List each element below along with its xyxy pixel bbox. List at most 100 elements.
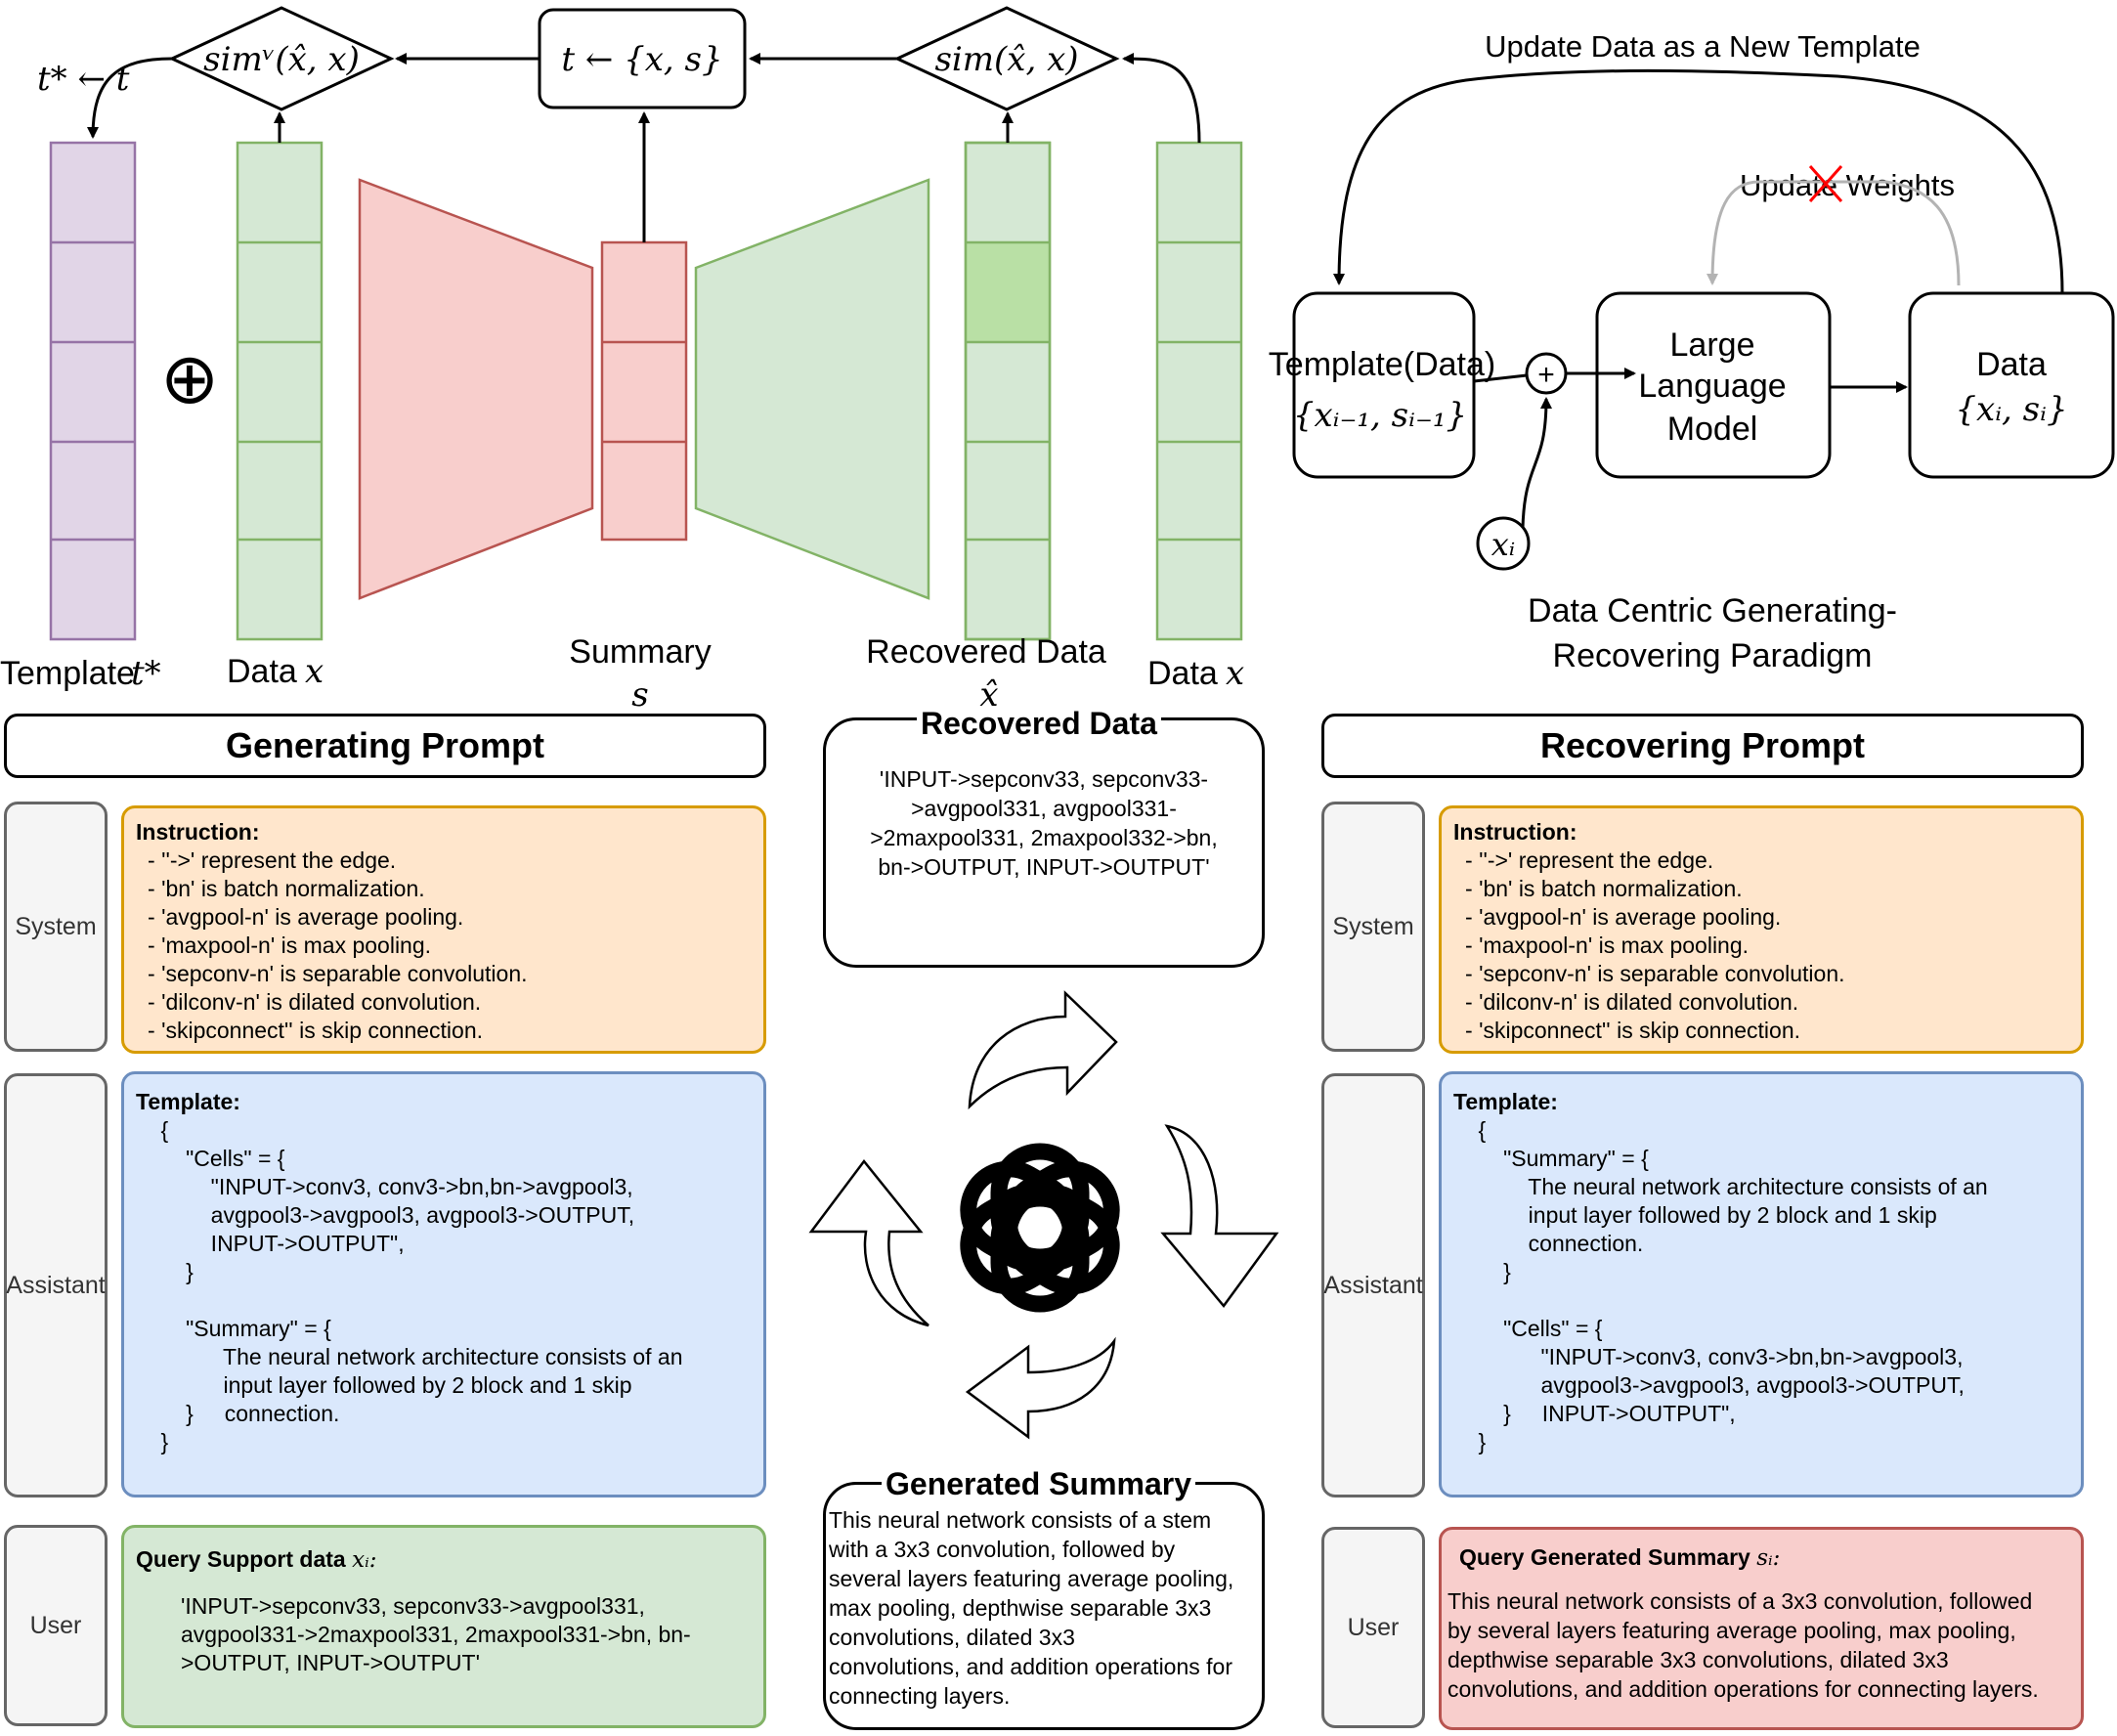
instruction-item: 'avgpool-n' is average pooling. [148,903,752,932]
t-assign-label: t ← {x, s} [561,40,722,79]
generating-query-title-text: Query Support data [136,1546,346,1572]
t-star-label: t* ← t [37,60,130,99]
recovered-stack [964,141,1052,641]
arrow-simv-to-template [87,57,173,139]
decoder-trapezoid [694,178,930,600]
cycle-arrow-bottom-icon [965,1336,1116,1440]
instruction-item: 'bn' is batch normalization. [148,875,752,903]
generated-summary-box [823,1482,1265,1730]
paradigm-caption-line2: Recovering Paradigm [1553,637,1873,674]
paradigm-template-math: {xᵢ₋₁, sᵢ₋₁} [1293,396,1467,435]
instruction-item: 'avgpool-n' is average pooling. [1465,903,2069,932]
generating-role-system: System [4,802,108,1052]
summary-line: several layers featuring average pooling… [829,1566,1234,1591]
generating-template-title: Template: [136,1089,240,1114]
cycle-arrow-left-icon [808,1158,929,1327]
recovered-data-title: Recovered Data [917,706,1161,742]
paradigm-llm-line2: Language [1638,368,1786,405]
openai-logo-icon [960,1143,1120,1313]
generating-role-user: User [4,1525,108,1726]
instruction-item: 'dilconv-n' is dilated convolution. [148,988,752,1017]
plus-node-label: + [1537,359,1555,391]
instruction-item: 'skipconnect'' is skip connection. [148,1017,752,1045]
generating-prompt-header: Generating Prompt [4,714,766,778]
generating-instruction-title: Instruction: [136,819,260,845]
generating-template-body: { "Cells" = { "INPUT->conv3, conv3->bn,b… [160,1117,683,1454]
generating-instruction-list: ''->' represent the edge. 'bn' is batch … [136,846,752,1045]
cycle-arrow-right-icon [1160,1124,1279,1309]
recovering-role-assistant: Assistant [1321,1073,1425,1497]
recovering-query-var: sᵢ: [1756,1545,1781,1571]
generating-instruction-panel: Instruction: ''->' represent the edge. '… [121,805,766,1054]
sim-v-diamond [168,6,395,111]
generated-summary-text: This neural network consists of a stem w… [829,1505,1265,1711]
recovering-query-body: This neural network consists of a 3x3 co… [1447,1588,2039,1702]
xi-node [1476,516,1531,571]
recovering-prompt-header: Recovering Prompt [1321,714,2084,778]
data-var-right: x [1226,654,1244,693]
paradigm-llm-box [1595,291,1832,479]
paradigm-data-title: Data [1976,346,2047,383]
recovered-line: >avgpool331, avgpool331- [911,796,1177,821]
instruction-item: 'bn' is batch normalization. [1465,875,2069,903]
data-var-left: x [305,652,324,691]
data-caption-left: Data [227,653,297,690]
paradigm-caption-line1: Data Centric Generating- [1528,592,1897,629]
recovering-role-system: System [1321,802,1425,1052]
generated-summary-title: Generated Summary [882,1466,1196,1502]
recovering-template-panel: Template: { "Summary" = { The neural net… [1439,1071,2084,1497]
recovering-role-user: User [1321,1527,1425,1728]
update-weights-label: Update Weights [1740,168,1955,202]
instruction-item: 'sepconv-n' is separable convolution. [1465,960,2069,988]
generating-query-var: xᵢ: [352,1547,377,1573]
generating-template-panel: Template: { "Cells" = { "INPUT->conv3, c… [121,1071,766,1497]
recovered-caption: Recovered Data [866,633,1106,671]
update-weights-arrow [1707,180,1961,286]
cycle-arrow-top-right-icon [968,990,1118,1110]
summary-line: convolutions, dilated 3x3 [829,1625,1075,1650]
recovered-var: x̂ [979,675,998,715]
recovering-instruction-list: ''->' represent the edge. 'bn' is batch … [1453,846,2069,1045]
instruction-item: 'maxpool-n' is max pooling. [1465,932,2069,960]
recovered-line: >2maxpool331, 2maxpool332->bn, [870,825,1218,850]
xi-node-label: xᵢ [1491,526,1515,563]
recovered-data-text: 'INPUT->sepconv33, sepconv33- >avgpool33… [827,764,1261,882]
arrow-data-to-sim [1122,53,1201,144]
generating-query-body: 'INPUT->sepconv33, sepconv33->avgpool331… [181,1593,691,1675]
recovering-template-title: Template: [1453,1089,1558,1114]
arrow-xi-to-plus [1521,397,1552,529]
summary-caption: Summary [569,633,711,671]
paradigm-llm-line3: Model [1667,411,1758,448]
summary-line: connecting layers. [829,1683,1011,1709]
cross-out-icon [1808,165,1843,202]
oplus-symbol: ⊕ [160,337,219,419]
data-caption-right: Data [1147,655,1218,692]
instruction-item: ''->' represent the edge. [1465,846,2069,875]
paradigm-template-title: Template(Data) [1269,346,1495,383]
recovering-query-panel: Query Generated Summary sᵢ: This neural … [1439,1527,2084,1730]
instruction-item: 'dilconv-n' is dilated convolution. [1465,988,2069,1017]
summary-var: s [631,675,648,715]
summary-line: max pooling, depthwise separable 3x3 [829,1595,1212,1621]
paradigm-data-box [1908,291,2115,479]
recovering-instruction-panel: Instruction: ''->' represent the edge. '… [1439,805,2084,1054]
data-stack-right [1155,141,1243,641]
summary-line: with a 3x3 convolution, followed by [829,1537,1176,1562]
instruction-item: 'maxpool-n' is max pooling. [148,932,752,960]
generating-role-assistant: Assistant [4,1073,108,1497]
instruction-item: 'skipconnect'' is skip connection. [1465,1017,2069,1045]
summary-line: This neural network consists of a stem [829,1507,1212,1533]
sim-v-label: simᵛ(x̂, x) [203,40,360,79]
paradigm-llm-line1: Large [1670,326,1755,364]
template-stack [49,141,137,641]
recovering-template-body: { "Summary" = { The neural network archi… [1478,1117,1988,1454]
paradigm-data-math: {xᵢ, sᵢ} [1955,390,2067,429]
arrow-template-to-plus [1473,373,1528,383]
generating-query-title: Query Support data xᵢ: [136,1545,752,1575]
recovering-query-title: Query Generated Summary sᵢ: [1447,1543,2075,1573]
paradigm-template-box [1292,291,1476,479]
encoder-trapezoid [358,178,594,600]
instruction-item: ''->' represent the edge. [148,846,752,875]
recovering-instruction-title: Instruction: [1453,819,1577,845]
sim-diamond [893,6,1120,111]
